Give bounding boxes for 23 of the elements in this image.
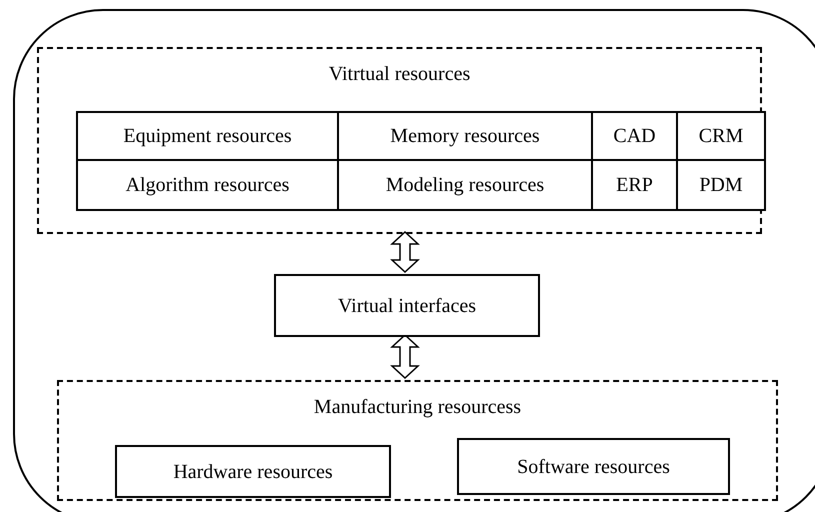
box-label: Algorithm resources bbox=[126, 173, 290, 198]
rounded-frame bbox=[13, 9, 815, 512]
box-label: ERP bbox=[616, 173, 653, 198]
table-cell bbox=[76, 159, 339, 211]
double-arrow bbox=[390, 230, 420, 274]
process-box bbox=[115, 445, 391, 498]
table-cell bbox=[676, 159, 766, 211]
process-box bbox=[274, 274, 540, 337]
box-label: Hardware resources bbox=[173, 460, 333, 484]
process-box bbox=[457, 438, 730, 495]
table-cell bbox=[76, 111, 339, 161]
dashed-group-box bbox=[57, 380, 778, 501]
box-label: CAD bbox=[613, 124, 656, 149]
group-title: Vitrtual resources bbox=[328, 62, 470, 87]
box-label: CRM bbox=[698, 124, 744, 149]
box-label: Virtual interfaces bbox=[338, 294, 476, 318]
box-label: Software resources bbox=[517, 454, 670, 480]
box-label: Equipment resources bbox=[123, 124, 292, 149]
box-label: Memory resources bbox=[390, 124, 540, 149]
box-label: Modeling resources bbox=[386, 173, 544, 198]
table-cell bbox=[676, 111, 766, 161]
box-label: PDM bbox=[699, 173, 743, 198]
group-title: Manufacturing resourcess bbox=[314, 395, 522, 420]
